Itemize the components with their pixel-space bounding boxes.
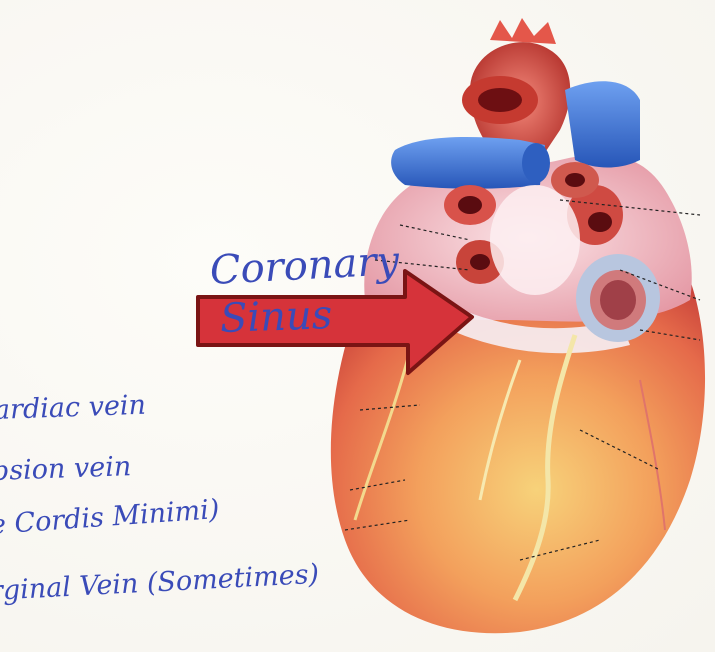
superior-vena-cava [565, 81, 640, 167]
note-oblique-vein: bsion vein [0, 451, 132, 487]
note-cardiac-vein: ardiac vein [0, 390, 146, 426]
pulmonary-vein [391, 137, 545, 189]
sinus-label: Sinus [219, 292, 333, 342]
